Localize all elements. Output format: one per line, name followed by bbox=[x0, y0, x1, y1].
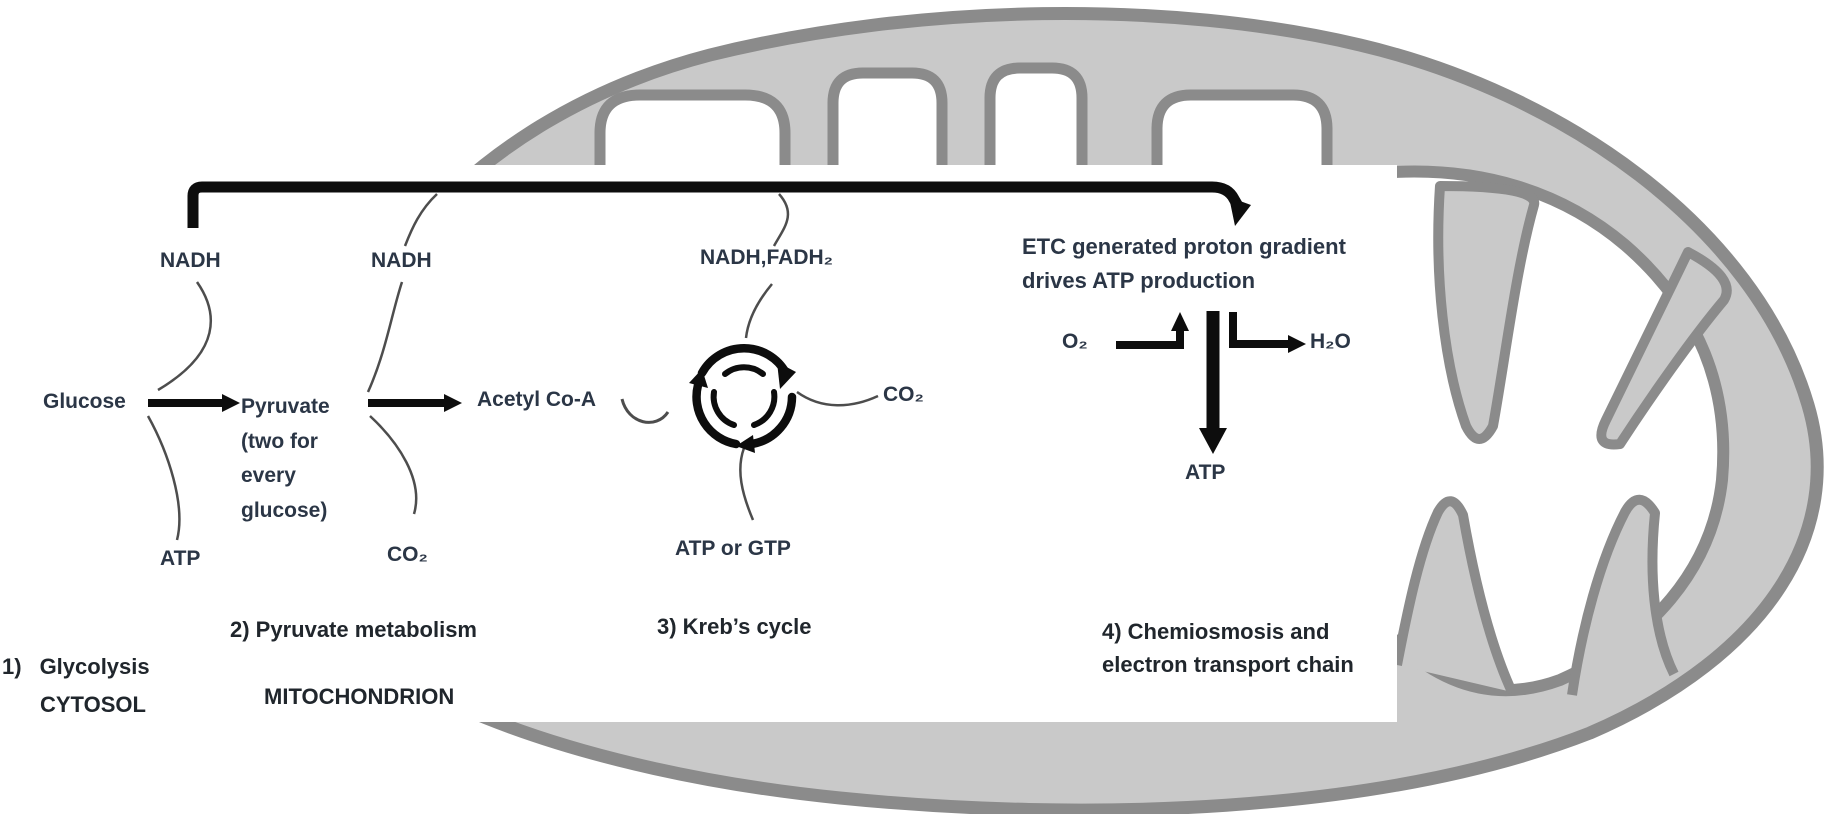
crista-finger-bottom-right bbox=[1567, 494, 1679, 696]
curve-krebs-to-atpgtp bbox=[739, 447, 755, 521]
electron-transfer-arrow bbox=[187, 181, 1251, 228]
crista-finger-bottom-left bbox=[1392, 496, 1517, 695]
mitochondrion-label: MITOCHONDRION bbox=[264, 684, 455, 709]
coupling-curves bbox=[146, 193, 879, 541]
label-co2-pyruvate: CO₂ bbox=[387, 543, 428, 566]
curve-krebs-to-co2 bbox=[796, 390, 879, 407]
pyruvate-to-acetyl-arrow bbox=[368, 394, 462, 412]
krebs-cycle-symbol bbox=[689, 343, 797, 453]
label-o2: O₂ bbox=[1062, 330, 1088, 353]
diagram-panel bbox=[0, 165, 1397, 722]
cristae-top-arches bbox=[594, 62, 1333, 176]
label-co2-krebs: CO₂ bbox=[883, 383, 924, 406]
curve-nadhfadh2-to-krebs bbox=[744, 283, 773, 339]
step-2-pyruvate-metabolism: 2) Pyruvate metabolism bbox=[230, 617, 477, 642]
h2o-arrow bbox=[1229, 312, 1288, 348]
step-1-number: 1) bbox=[2, 654, 22, 679]
chemiosmosis-glyph bbox=[1116, 311, 1306, 454]
glycolysis-arrow bbox=[148, 394, 240, 412]
o2-arrow bbox=[1116, 331, 1184, 349]
label-nadh-fadh2: NADH,FADH₂ bbox=[700, 246, 833, 269]
crista-finger-right bbox=[1596, 247, 1732, 450]
curve-nadh1-to-glucose bbox=[157, 281, 213, 392]
label-atp-glycolysis: ATP bbox=[160, 547, 201, 570]
label-glucose: Glucose bbox=[43, 390, 126, 413]
etc-annotation: ETC generated proton gradient drives ATP… bbox=[1022, 234, 1346, 293]
curve-nadh2-down bbox=[366, 281, 404, 393]
curve-krebs-to-bar bbox=[772, 193, 790, 247]
label-nadh-pyruvate: NADH bbox=[371, 249, 432, 272]
label-atp-chemiosmosis: ATP bbox=[1185, 461, 1226, 484]
crista-finger-top bbox=[1433, 181, 1540, 444]
cristae-fingers bbox=[1392, 181, 1732, 696]
step-1-label: Glycolysis bbox=[39, 654, 150, 679]
step-1-glycolysis: 1) Glycolysis bbox=[2, 617, 150, 683]
curve-acetyl-to-krebs bbox=[620, 398, 670, 424]
curve-pyruvate-to-co2 bbox=[369, 415, 418, 515]
label-h2o: H₂O bbox=[1310, 330, 1351, 353]
step-3-krebs-cycle: 3) Kreb’s cycle bbox=[657, 614, 812, 639]
label-acetyl-coa: Acetyl Co-A bbox=[477, 388, 597, 411]
curve-glucose-to-atp bbox=[146, 415, 181, 541]
step-4-chemiosmosis: 4) Chemiosmosis and electron transport c… bbox=[1102, 619, 1354, 677]
label-atp-or-gtp: ATP or GTP bbox=[675, 537, 791, 560]
curve-nadh2-to-bar bbox=[403, 193, 438, 247]
label-nadh-glycolysis: NADH bbox=[160, 249, 221, 272]
cytosol-label: CYTOSOL bbox=[40, 692, 146, 717]
label-pyruvate: Pyruvate (two for every glucose) bbox=[241, 395, 330, 522]
